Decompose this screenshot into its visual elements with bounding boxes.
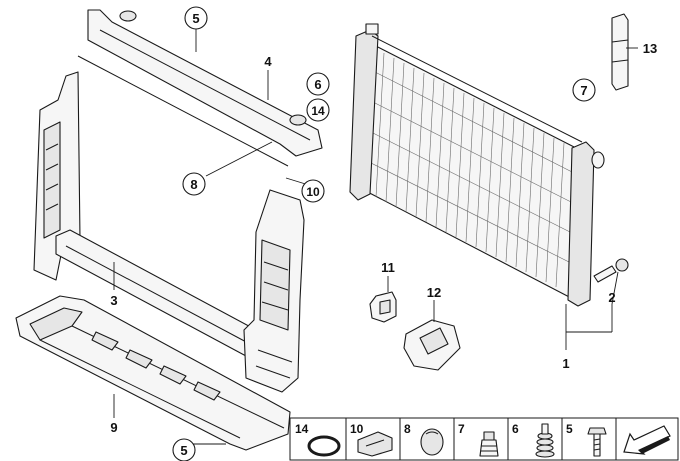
rubber-mount-icon <box>535 423 555 458</box>
callout-2-label: 2 <box>608 290 615 305</box>
callout-5-top-label: 5 <box>192 11 199 26</box>
radiator-core-fins <box>364 47 579 288</box>
legend-10-label: 10 <box>350 422 364 436</box>
callout-8: 8 <box>182 172 206 196</box>
parts-legend: 14 10 8 7 <box>289 417 679 461</box>
legend-8-label: 8 <box>404 422 411 436</box>
callout-8-label: 8 <box>190 177 197 192</box>
legend-7-label: 7 <box>458 422 465 436</box>
callout-14: 14 <box>306 98 330 122</box>
radiator-part <box>349 23 629 307</box>
legend-item-10: 10 <box>345 417 401 461</box>
callout-5-bottom-label: 5 <box>180 443 187 458</box>
callout-10-label: 10 <box>306 185 320 199</box>
mount-11-part <box>369 291 397 323</box>
o-ring-icon <box>307 435 341 457</box>
callout-1-label: 1 <box>562 356 569 371</box>
legend-item-5: 5 <box>561 417 617 461</box>
callout-3-label: 3 <box>110 293 117 308</box>
direction-arrow-icon <box>623 425 671 455</box>
callout-9-label: 9 <box>110 420 117 435</box>
bracket-13-part <box>611 13 629 91</box>
bolt-icon <box>587 427 607 457</box>
callout-4-label: 4 <box>264 54 272 69</box>
callout-14-label: 14 <box>311 104 325 118</box>
callout-6: 6 <box>306 72 330 96</box>
lower-air-duct-part <box>15 295 291 451</box>
callout-5-top: 5 <box>184 6 208 30</box>
legend-item-arrow <box>615 417 679 461</box>
legend-item-7: 7 <box>453 417 509 461</box>
callout-11-label: 11 <box>381 260 395 275</box>
callout-6-label: 6 <box>314 77 321 92</box>
legend-6-label: 6 <box>512 422 519 436</box>
legend-item-6: 6 <box>507 417 563 461</box>
legend-14-label: 14 <box>295 422 309 436</box>
callout-5-bottom: 5 <box>172 438 196 461</box>
legend-item-8: 8 <box>399 417 455 461</box>
bracket-12-part <box>403 319 461 371</box>
callout-12-label: 12 <box>427 285 441 300</box>
bleed-screw-icon <box>479 431 499 457</box>
callout-13-label: 13 <box>643 41 657 56</box>
legend-item-14: 14 <box>289 417 347 461</box>
callout-10: 10 <box>301 179 325 203</box>
fan-shroud-frame-part <box>33 9 323 393</box>
plug-cap-icon <box>420 428 444 456</box>
clip-icon <box>357 431 393 457</box>
legend-5-label: 5 <box>566 422 573 436</box>
callout-7: 7 <box>572 78 596 102</box>
callout-7-label: 7 <box>580 83 587 98</box>
